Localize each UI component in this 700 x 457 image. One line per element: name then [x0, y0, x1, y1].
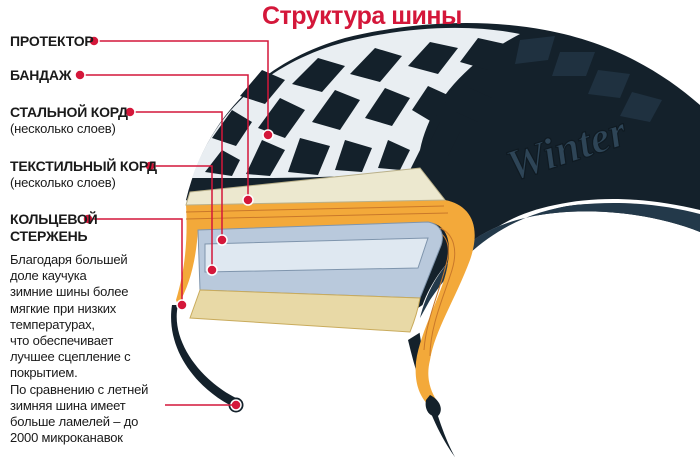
bead-right	[425, 395, 441, 417]
textile-cord-lines	[185, 205, 456, 357]
tread-block	[312, 90, 360, 130]
leader-lines	[80, 40, 269, 305]
label-textile-cord-sub: (несколько слоев)	[10, 175, 116, 190]
label-bead-ring-line1: КОЛЬЦЕВОЙ	[10, 211, 98, 227]
leader-steel	[130, 111, 223, 240]
tire-inner-opening	[418, 211, 700, 457]
end-bandage	[242, 194, 254, 206]
shoulder-lug	[588, 70, 630, 98]
tread-block	[408, 42, 458, 74]
end-steel	[216, 234, 228, 246]
tread-block	[428, 122, 460, 156]
leader-protector	[94, 40, 269, 135]
dot-protector	[88, 35, 100, 47]
label-steel-cord-text: СТАЛЬНОЙ КОРД	[10, 104, 128, 120]
description-line: больше ламелей – до	[10, 414, 139, 430]
tread-block	[258, 98, 305, 138]
description-line: зимняя шина имеет	[10, 397, 126, 413]
shoulder-lug	[552, 52, 595, 76]
inner-liner	[189, 289, 421, 333]
description-line: покрытием.	[10, 365, 78, 381]
end-protector	[262, 129, 274, 141]
tread-block	[335, 140, 372, 172]
page-title: Структура шины	[262, 2, 462, 30]
dot-bandage	[74, 69, 86, 81]
leader-bandage	[80, 74, 249, 200]
end-bead	[176, 299, 188, 311]
label-protector: ПРОТЕКТОР	[10, 33, 94, 50]
steel-cord-stripe	[204, 237, 429, 273]
tread-block	[378, 140, 410, 170]
label-protector-text: ПРОТЕКТОР	[10, 33, 94, 49]
label-textile-cord-text: ТЕКСТИЛЬНЫЙ КОРД	[10, 158, 157, 174]
label-textile-cord: ТЕКСТИЛЬНЫЙ КОРД (несколько слоев)	[10, 158, 157, 191]
description-line: лучшее сцепление с	[10, 349, 131, 365]
textile-cord-layer	[176, 200, 475, 412]
leader-bead	[88, 218, 183, 305]
description-line: 2000 микроканавок	[10, 430, 123, 446]
bead-wall	[171, 305, 240, 410]
tread-block	[350, 48, 402, 82]
leader-dots	[74, 35, 274, 411]
leader-textile	[150, 165, 213, 270]
label-steel-cord-sub: (несколько слоев)	[10, 121, 116, 136]
sidewall-ring	[420, 203, 700, 318]
label-bandage: БАНДАЖ	[10, 67, 71, 84]
description-text: Благодаря большей доле каучука зимние ши…	[10, 252, 160, 446]
tread-block	[460, 38, 505, 70]
tread-block	[240, 70, 285, 104]
description-line: По сравнению с летней	[10, 381, 149, 397]
tread-block	[412, 86, 450, 122]
label-bead-ring-line2: СТЕРЖЕНЬ	[10, 228, 88, 244]
label-bandage-text: БАНДАЖ	[10, 67, 72, 83]
tread-block	[365, 88, 410, 126]
description-line: температурах,	[10, 316, 95, 332]
tread-block	[246, 140, 285, 176]
description-line: зимние шины более	[10, 284, 129, 300]
tread-block	[288, 138, 330, 175]
end-textile	[206, 264, 218, 276]
dot-steel	[124, 106, 136, 118]
shoulder-lug	[515, 36, 555, 64]
dot-bead	[82, 213, 94, 225]
label-steel-cord: СТАЛЬНОЙ КОРД (несколько слоев)	[10, 104, 128, 137]
description-line: Благодаря большей	[10, 252, 128, 267]
shoulder-lug	[620, 92, 662, 122]
description-line: мягкие при низких	[10, 300, 117, 316]
label-bead-ring: КОЛЬЦЕВОЙ СТЕРЖЕНЬ	[10, 211, 98, 245]
shoulder-lugs	[515, 36, 662, 122]
description-line: что обеспечивает	[10, 333, 114, 349]
dot-textile	[144, 160, 156, 172]
tread-block	[456, 88, 492, 122]
description-line: доле каучука	[10, 268, 87, 284]
tread-block	[292, 58, 345, 92]
